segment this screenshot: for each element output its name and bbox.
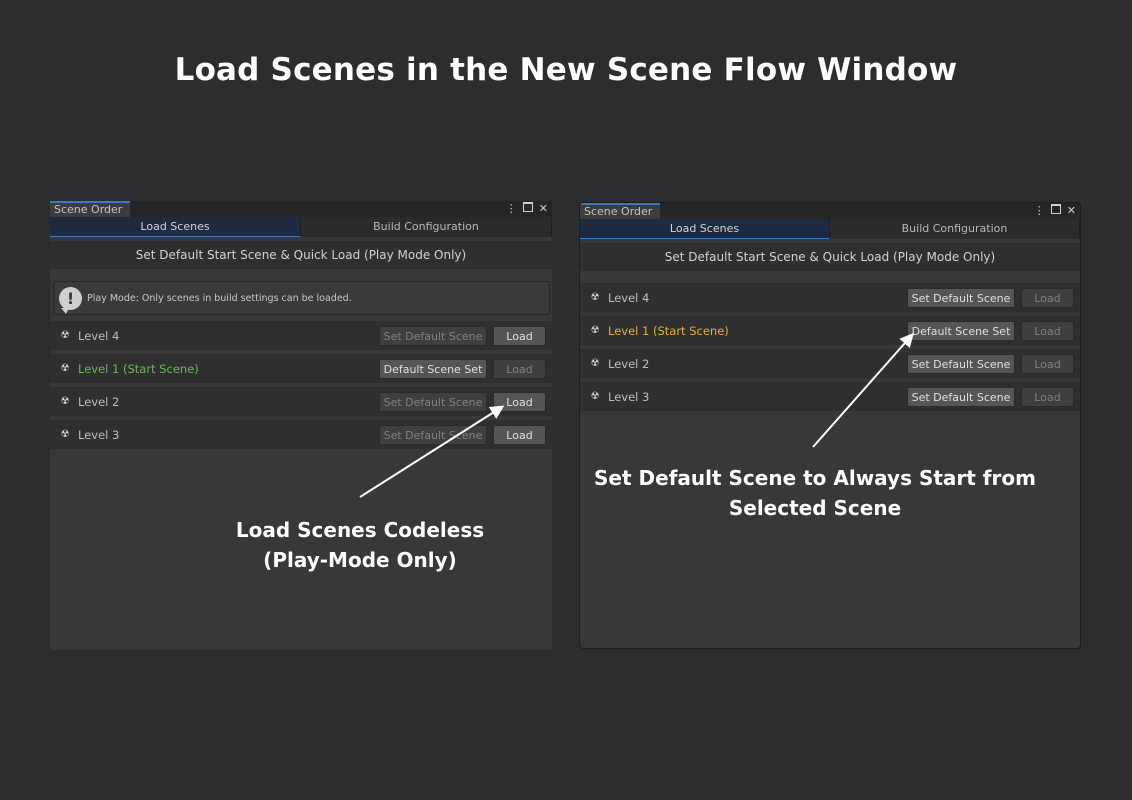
window-titlebar: Scene Order ⋮ ✕ [50,201,552,217]
scene-order-window-right: Scene Order ⋮ ✕ Load Scenes Build Config… [579,202,1081,649]
arrow-to-load-button [359,405,505,498]
scene-name: Level 3 [608,389,650,404]
scene-row-level-4: ☢ Level 4 Set Default Scene Load [580,283,1080,312]
annotation-load-codeless: Load Scenes Codeless (Play-Mode Only) [180,515,540,575]
load-button: Load [1021,353,1074,374]
tab-build-configuration[interactable]: Build Configuration [301,217,552,237]
scene-icon: ☢ [60,363,70,374]
section-header: Set Default Start Scene & Quick Load (Pl… [50,241,552,269]
warning-icon: ! [59,286,82,314]
maximize-icon[interactable] [1050,203,1061,219]
scene-name: Level 3 [78,427,120,442]
tab-load-scenes[interactable]: Load Scenes [50,217,301,237]
set-default-scene-button: Set Default Scene [379,325,487,346]
annotation-line: Load Scenes Codeless [235,518,485,542]
window-tab-scene-order[interactable]: Scene Order [50,201,131,217]
set-default-scene-button: Set Default Scene [379,424,487,445]
tab-build-configuration[interactable]: Build Configuration [830,219,1080,239]
scene-name: Level 2 [78,394,120,409]
scene-name: Level 2 [608,356,650,371]
scene-icon: ☢ [590,292,600,303]
page-title: Load Scenes in the New Scene Flow Window [174,52,958,88]
set-default-scene-button[interactable]: Set Default Scene [907,386,1015,407]
scene-icon: ☢ [60,429,70,440]
set-default-scene-button[interactable]: Set Default Scene [907,353,1015,374]
scene-name: Level 4 [608,290,650,305]
scene-row-level-3: ☢ Level 3 Set Default Scene Load [580,382,1080,411]
arrow-to-default-scene-set [812,332,914,448]
tab-load-scenes[interactable]: Load Scenes [580,219,830,239]
load-button[interactable]: Load [493,424,546,445]
window-controls: ⋮ ✕ [1034,203,1076,219]
scene-order-window-left: Scene Order ⋮ ✕ Load Scenes Build Config… [50,201,552,650]
scene-row-level-2: ☢ Level 2 Set Default Scene Load [50,387,552,416]
scene-list: ☢ Level 4 Set Default Scene Load ☢ Level… [580,283,1080,411]
kebab-menu-icon[interactable]: ⋮ [1033,204,1045,217]
section-header: Set Default Start Scene & Quick Load (Pl… [580,243,1080,271]
window-tab-scene-order[interactable]: Scene Order [580,203,661,219]
close-icon[interactable]: ✕ [1066,204,1076,217]
scene-icon: ☢ [590,325,600,336]
close-icon[interactable]: ✕ [538,202,548,215]
scene-row-level-2: ☢ Level 2 Set Default Scene Load [580,349,1080,378]
default-scene-set-button[interactable]: Default Scene Set [907,320,1015,341]
scene-name: Level 4 [78,328,120,343]
scene-icon: ☢ [60,330,70,341]
window-titlebar: Scene Order ⋮ ✕ [580,203,1080,219]
set-default-scene-button: Set Default Scene [379,391,487,412]
annotation-line: Set Default Scene to Always Start from [594,466,1036,490]
window-controls: ⋮ ✕ [506,201,548,217]
toolbar: Load Scenes Build Configuration [580,219,1080,239]
load-button: Load [493,358,546,379]
helpbox-text: Play Mode: Only scenes in build settings… [87,292,352,304]
annotation-line: Selected Scene [728,496,902,520]
annotation-line: (Play-Mode Only) [263,548,457,572]
annotation-set-default: Set Default Scene to Always Start from S… [580,463,1050,523]
scene-name: Level 1 (Start Scene) [608,323,729,338]
scene-icon: ☢ [590,391,600,402]
load-button[interactable]: Load [493,391,546,412]
scene-row-level-1: ☢ Level 1 (Start Scene) Default Scene Se… [580,316,1080,345]
scene-row-level-1: ☢ Level 1 (Start Scene) Default Scene Se… [50,354,552,383]
scene-icon: ☢ [60,396,70,407]
scene-list: ☢ Level 4 Set Default Scene Load ☢ Level… [50,321,552,449]
kebab-menu-icon[interactable]: ⋮ [505,202,517,215]
scene-row-level-4: ☢ Level 4 Set Default Scene Load [50,321,552,350]
load-button: Load [1021,320,1074,341]
scene-icon: ☢ [590,358,600,369]
load-button[interactable]: Load [493,325,546,346]
scene-name: Level 1 (Start Scene) [78,361,199,376]
toolbar: Load Scenes Build Configuration [50,217,552,237]
maximize-icon[interactable] [522,201,533,217]
scene-row-level-3: ☢ Level 3 Set Default Scene Load [50,420,552,449]
default-scene-set-button[interactable]: Default Scene Set [379,358,487,379]
load-button: Load [1021,287,1074,308]
load-button: Load [1021,386,1074,407]
set-default-scene-button[interactable]: Set Default Scene [907,287,1015,308]
play-mode-helpbox: ! Play Mode: Only scenes in build settin… [53,281,550,315]
